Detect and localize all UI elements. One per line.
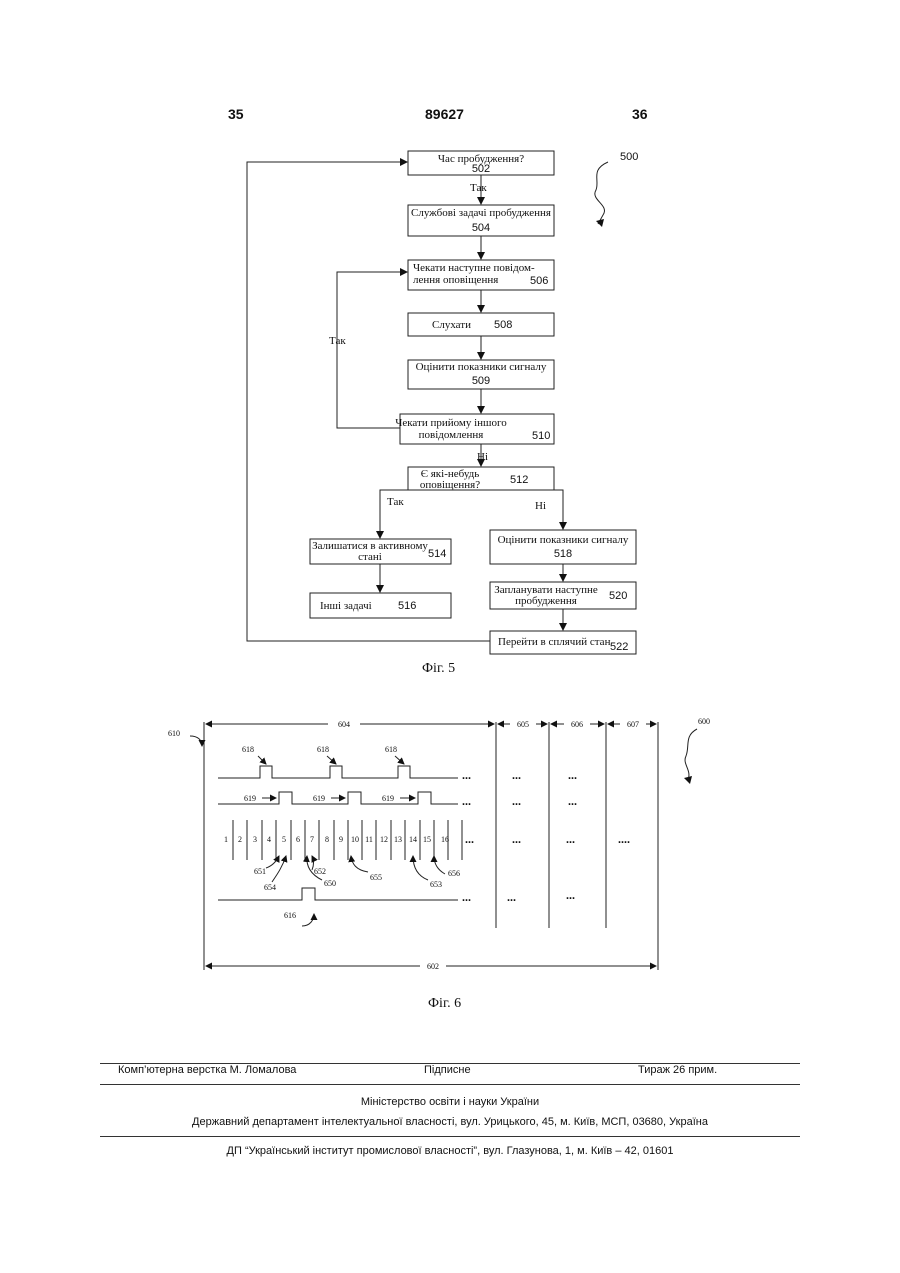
slot-6: 6 (296, 835, 300, 844)
box-504-num: 504 (472, 222, 490, 234)
box-508-num: 508 (494, 319, 512, 331)
fig5-caption: Фіг. 5 (422, 661, 455, 677)
footer-institute: ДП “Український інститут промислової вла… (0, 1145, 900, 1157)
label-654: 654 (264, 883, 276, 892)
box-506-text1: Чекати наступне повідом- (413, 262, 535, 274)
ellipsis-616-606: ... (566, 888, 575, 902)
label-618-b: 618 (317, 745, 329, 754)
label-yes-1: Так (470, 182, 487, 194)
box-518-text: Оцінити показники сигналу (498, 534, 629, 546)
footer-rule-bottom (100, 1136, 800, 1137)
box-522-text: Перейти в сплячий стан (498, 636, 611, 648)
label-610: 610 (168, 729, 180, 738)
slot-13: 13 (394, 835, 402, 844)
ellipsis-616-605: ... (507, 890, 516, 904)
box-510-num: 510 (532, 430, 550, 442)
box-508 (408, 313, 554, 336)
label-616: 616 (284, 911, 296, 920)
figure-5-flowchart: Час пробудження? 502 Службові задачі про… (0, 0, 900, 700)
box-512-num: 512 (510, 474, 528, 486)
box-512-text2: оповіщення? (420, 479, 480, 491)
label-619-b: 619 (313, 794, 325, 803)
label-607: 607 (627, 720, 639, 729)
box-509-text: Оцінити показники сигналу (416, 361, 547, 373)
box-518-num: 518 (554, 548, 572, 560)
label-605: 605 (517, 720, 529, 729)
label-653: 653 (430, 880, 442, 889)
box-509-num: 509 (472, 375, 490, 387)
box-508-text: Слухати (432, 319, 471, 331)
slot-5: 5 (282, 835, 286, 844)
slot-10: 10 (351, 835, 359, 844)
label-619-a: 619 (244, 794, 256, 803)
slot-4: 4 (267, 835, 271, 844)
ellipsis-slots-607: .... (618, 832, 630, 846)
box-514-num: 514 (428, 548, 446, 560)
label-no-2: Ні (535, 500, 546, 512)
label-652: 652 (314, 867, 326, 876)
fig6-caption: Фіг. 6 (428, 996, 461, 1012)
slot-16: 16 (441, 835, 449, 844)
box-522-num: 522 (610, 641, 628, 653)
ellipsis-slots: ... (465, 832, 474, 846)
ellipsis-618-605: ... (512, 768, 521, 782)
ellipsis-618: ... (462, 768, 471, 782)
box-520-num: 520 (609, 590, 627, 602)
slot-8: 8 (325, 835, 329, 844)
label-650: 650 (324, 879, 336, 888)
label-651: 651 (254, 867, 266, 876)
footer-ministry: Міністерство освіти і науки України (0, 1096, 900, 1108)
ellipsis-616: ... (462, 890, 471, 904)
ellipsis-619: ... (462, 794, 471, 808)
box-520-text2: пробудження (515, 595, 577, 607)
footer-rule-middle (100, 1084, 800, 1085)
box-504-text: Службові задачі пробудження (411, 207, 551, 219)
slot-11: 11 (365, 835, 373, 844)
box-516-text: Інші задачі (320, 600, 372, 612)
label-655: 655 (370, 873, 382, 882)
ellipsis-slots-605: ... (512, 832, 521, 846)
footer-signed: Підписне (424, 1064, 471, 1076)
label-yes-loop: Так (329, 335, 346, 347)
label-656: 656 (448, 869, 460, 878)
label-618-c: 618 (385, 745, 397, 754)
footer-department: Державний департамент інтелектуальної вл… (0, 1116, 900, 1128)
label-618-a: 618 (242, 745, 254, 754)
box-502-num: 502 (472, 163, 490, 175)
label-619-c: 619 (382, 794, 394, 803)
box-506-num: 506 (530, 275, 548, 287)
label-602: 602 (427, 962, 439, 971)
fig5-ref: 500 (620, 151, 638, 163)
slot-3: 3 (253, 835, 257, 844)
slot-14: 14 (409, 835, 417, 844)
ellipsis-slots-606: ... (566, 832, 575, 846)
label-no-1: Ні (477, 451, 488, 463)
box-516-num: 516 (398, 600, 416, 612)
slot-7: 7 (310, 835, 314, 844)
label-yes-2: Так (387, 496, 404, 508)
slot-15: 15 (423, 835, 431, 844)
footer-circulation: Тираж 26 прим. (638, 1064, 717, 1076)
box-510-text1: Чекати прийому іншого (395, 417, 507, 429)
ellipsis-619-605: ... (512, 794, 521, 808)
slot-2: 2 (238, 835, 242, 844)
slot-9: 9 (339, 835, 343, 844)
ellipsis-618-606: ... (568, 768, 577, 782)
ellipsis-619-606: ... (568, 794, 577, 808)
footer-layout-credit: Комп’ютерна верстка М. Ломалова (118, 1064, 296, 1076)
label-606: 606 (571, 720, 583, 729)
slot-12: 12 (380, 835, 388, 844)
label-604: 604 (338, 720, 350, 729)
figure-6-diagram: 610 604 605 606 607 602 600 618 618 618 … (0, 700, 900, 1000)
box-510-text2: повідомлення (419, 429, 484, 441)
fig6-ref: 600 (698, 717, 710, 726)
box-514-text2: стані (358, 551, 382, 563)
slot-1: 1 (224, 835, 228, 844)
box-506-text2: лення оповіщення (413, 274, 498, 286)
